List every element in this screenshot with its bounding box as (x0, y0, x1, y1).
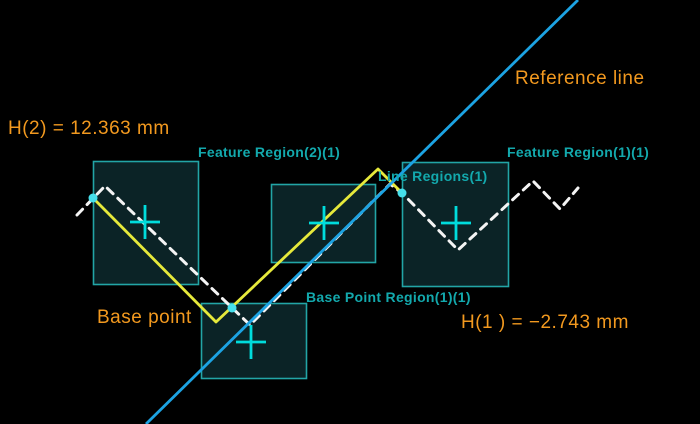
region-label-feature-2: Feature Region(2)(1) (198, 144, 341, 160)
cross-marker-feature-2-icon (130, 205, 160, 239)
measurement-line (91, 167, 404, 324)
result-h1: H(1 ) = −2.743 mm (461, 312, 629, 333)
region-label-line: Line Regions(1) (378, 168, 488, 184)
cross-marker-base-point-icon (236, 325, 266, 359)
cross-marker-feature-1-icon (441, 206, 471, 240)
control-point-left[interactable] (88, 193, 98, 203)
control-point-base[interactable] (227, 303, 237, 313)
control-point-right[interactable] (397, 188, 407, 198)
cross-marker-line-icon (309, 206, 339, 240)
reference-line (145, 0, 579, 424)
region-label-base-point: Base Point Region(1)(1) (306, 289, 471, 305)
result-h2: H(2) = 12.363 mm (8, 118, 170, 139)
base-point-label: Base point (97, 307, 192, 328)
region-label-feature-1: Feature Region(1)(1) (507, 144, 650, 160)
reference-line-label: Reference line (515, 68, 645, 89)
